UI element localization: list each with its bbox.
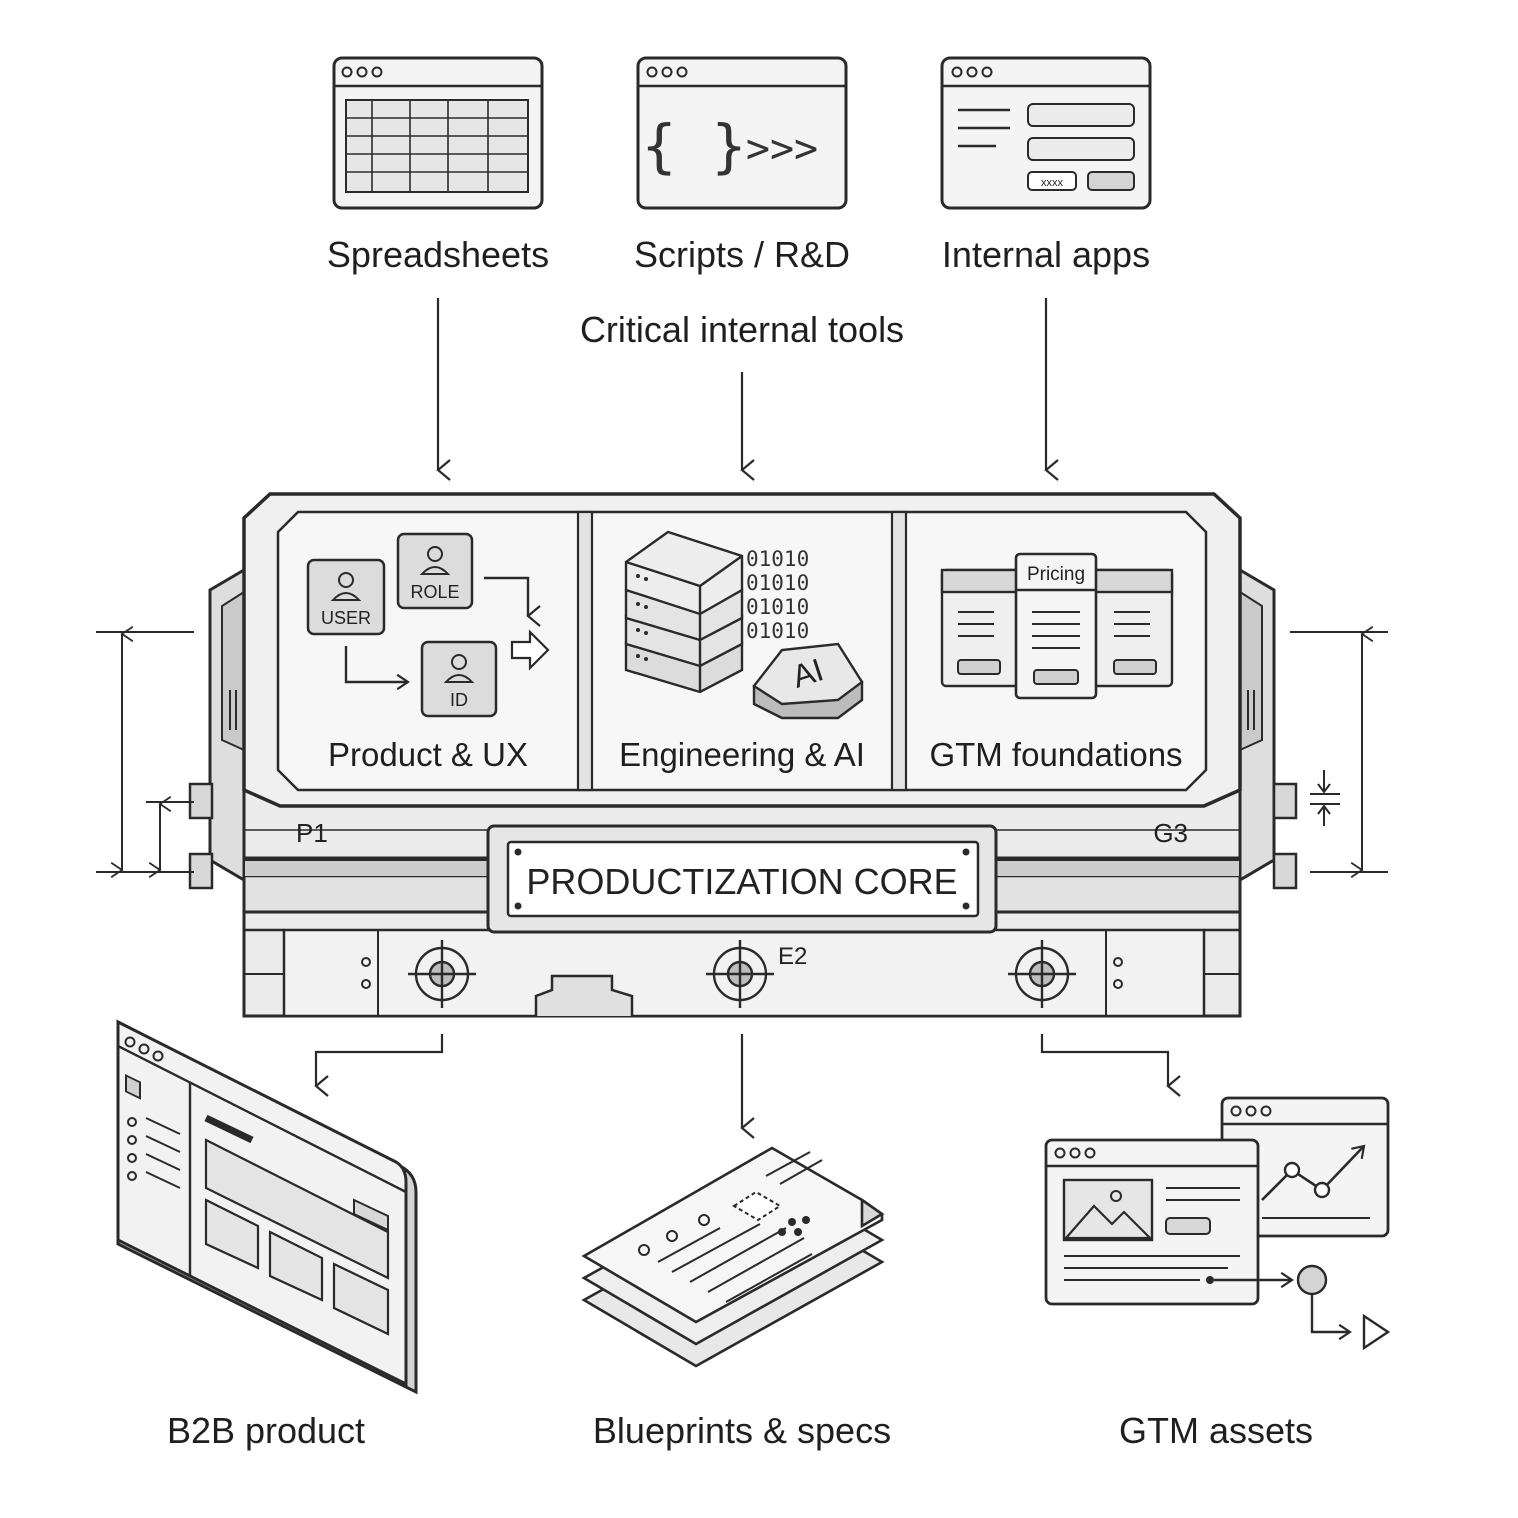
code-prompt-glyph: >>> — [746, 126, 818, 172]
chip-user: USER — [321, 608, 371, 628]
bay-tag-right: G3 — [1153, 818, 1188, 848]
output-label-blueprints: Blueprints & specs — [592, 1410, 892, 1451]
chip-role: ROLE — [410, 582, 459, 602]
bolt-crosshair-icon — [408, 940, 476, 1008]
module-label-product-ux: Product & UX — [328, 736, 528, 773]
output-label-b2b-product: B2B product — [166, 1410, 366, 1451]
ai-chip-icon: AI — [752, 642, 864, 720]
code-braces-glyph: { } — [642, 112, 747, 180]
engineering-ai-module-art: 01010 01010 01010 01010 AI — [624, 530, 864, 720]
blueprint-pages-icon — [581, 1146, 885, 1368]
binary-row: 01010 — [746, 571, 809, 595]
bay-tag-left: P1 — [296, 818, 328, 848]
form-button-glyph: xxxx — [1041, 177, 1064, 189]
module-label-engineering-ai: Engineering & AI — [619, 736, 865, 773]
spreadsheet-window-icon — [332, 56, 544, 210]
dimension-marks-left — [96, 626, 194, 878]
inputs-caption: Critical internal tools — [579, 309, 905, 350]
gtm-assets-windows-icon — [1044, 1096, 1391, 1351]
input-arrows — [436, 298, 1059, 481]
binary-row: 01010 — [746, 547, 809, 571]
binary-row: 01010 — [746, 595, 809, 619]
input-label-spreadsheets: Spreadsheets — [326, 234, 550, 275]
module-label-gtm-foundations: GTM foundations — [929, 736, 1183, 773]
input-label-internal-apps: Internal apps — [941, 234, 1151, 275]
b2b-product-screen-icon — [116, 1019, 418, 1395]
bay-tag-bottom: E2 — [778, 943, 807, 970]
binary-row: 01010 — [746, 619, 809, 643]
output-arrows — [314, 1034, 1181, 1139]
bolt-crosshair-icon — [1008, 940, 1076, 1008]
input-label-scripts: Scripts / R&D — [633, 234, 851, 275]
product-ux-module-art: USER ROLE ID — [306, 532, 550, 718]
dimension-marks-right — [1290, 626, 1388, 878]
form-window-icon: xxxx — [940, 56, 1152, 210]
core-title-plate: PRODUCTIZATION CORE — [526, 861, 957, 902]
code-window-icon: { } >>> — [636, 56, 848, 210]
pricing-card-title: Pricing — [1027, 564, 1085, 585]
bolt-crosshair-icon — [706, 940, 774, 1008]
gtm-foundations-module-art: Pricing — [940, 552, 1174, 700]
output-label-gtm-assets: GTM assets — [1118, 1410, 1314, 1451]
chip-id: ID — [450, 690, 468, 710]
